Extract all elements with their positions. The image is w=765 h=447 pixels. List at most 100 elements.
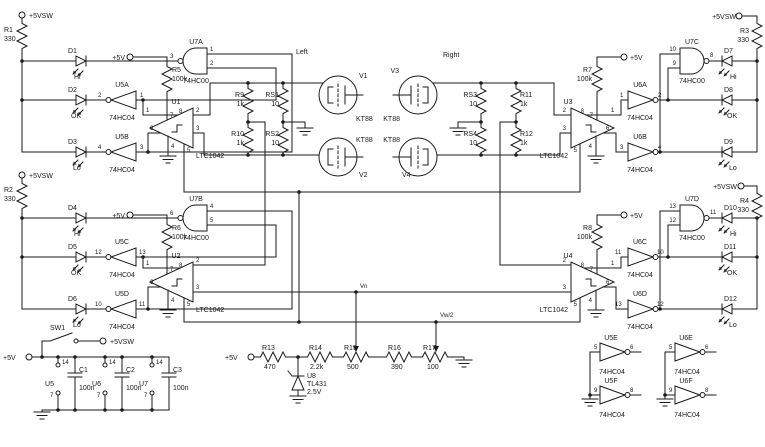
label-5: 5: [669, 345, 673, 351]
label-r12: R12: [520, 131, 533, 138]
label-14: 14: [109, 360, 116, 366]
label-u5d: U5D: [115, 291, 129, 298]
terminal-5v-3: [620, 53, 628, 61]
label-tl431: TL431: [307, 381, 327, 388]
label-10: 10: [469, 140, 477, 147]
label-9: 9: [669, 388, 673, 394]
nand-u7c: [679, 47, 710, 75]
label-d3: D3: [68, 139, 77, 146]
label--5vsw: +5VSW: [110, 339, 134, 346]
label-kt88: KT88: [356, 137, 373, 144]
label-1: 1: [611, 261, 615, 267]
label-11: 11: [615, 250, 622, 256]
label-5: 5: [574, 148, 578, 154]
junction-dot: [297, 190, 301, 194]
label-sw1: SW1: [50, 325, 65, 332]
label-74hc04: 74HC04: [627, 167, 653, 174]
label-8: 8: [705, 388, 709, 394]
label-3: 3: [196, 285, 200, 291]
label-1k: 1k: [520, 140, 528, 147]
tube-v4: [392, 137, 438, 177]
junction-dots: [20, 59, 759, 412]
label-u7b: U7B: [189, 196, 203, 203]
label-7: 7: [97, 393, 101, 399]
label--5v: +5V: [630, 213, 643, 220]
wires-power-supply: [31, 332, 177, 413]
label-330: 330: [737, 37, 749, 44]
label-1: 1: [146, 261, 150, 267]
label-5: 5: [210, 218, 214, 224]
label-r3: R3: [740, 28, 749, 35]
label-100n: 100n: [173, 385, 189, 392]
comparator-u4: [570, 261, 616, 303]
label-4: 4: [171, 298, 175, 304]
junction-dot: [103, 355, 107, 359]
junction-dot: [150, 408, 154, 412]
label-rs1: RS1: [265, 92, 279, 99]
junction-dot: [246, 120, 250, 124]
label-vw-2: Vw/2: [440, 313, 454, 319]
junction-dot: [296, 355, 300, 359]
label-lo: Lo: [73, 322, 81, 329]
label-d2: D2: [68, 87, 77, 94]
junction-dot: [56, 408, 60, 412]
label-rs2: RS2: [265, 131, 279, 138]
label--5vsw: +5VSW: [713, 184, 737, 191]
label-ltc1042: LTC1042: [196, 153, 224, 160]
junction-dot: [658, 150, 662, 154]
label-100k: 100k: [172, 76, 188, 83]
nand-u7a: [177, 47, 208, 75]
junction-dot: [755, 59, 759, 63]
label-ok: OK: [727, 270, 737, 277]
junction-dot: [755, 216, 759, 220]
label-12: 12: [669, 218, 676, 224]
label-500: 500: [347, 364, 359, 371]
label-7: 7: [50, 393, 54, 399]
label--5v: +5V: [3, 355, 16, 362]
junction-dot: [755, 255, 759, 259]
junction-dot: [150, 355, 154, 359]
label-7: 7: [144, 393, 148, 399]
label-100k: 100k: [172, 234, 188, 241]
junction-dot: [658, 307, 662, 311]
label-5: 5: [187, 302, 191, 308]
label-330: 330: [737, 207, 749, 214]
wires-comparator-u1: [132, 56, 324, 193]
inverter-u6d: [627, 299, 659, 319]
label-74hc04: 74HC04: [627, 115, 653, 122]
label-v3: V3: [390, 68, 399, 75]
label-12: 12: [657, 302, 664, 308]
label-3: 3: [170, 54, 174, 60]
label-13: 13: [615, 302, 622, 308]
label-u5f: U5F: [604, 378, 617, 385]
label-u3: U3: [564, 99, 573, 106]
label-u1: U1: [172, 99, 181, 106]
label-u8: U8: [307, 373, 316, 380]
junction-dot: [120, 355, 124, 359]
junction-dot: [479, 153, 483, 157]
label-1: 1: [140, 93, 144, 99]
label-r9: R9: [235, 92, 244, 99]
label-r10: R10: [231, 131, 244, 138]
label-2-2k: 2.2k: [310, 364, 324, 371]
label-100n: 100n: [79, 385, 95, 392]
label-right: Right: [443, 52, 459, 59]
wires-nand-inputs: [206, 53, 681, 310]
label-390: 390: [391, 364, 403, 371]
label-u5: U5: [45, 381, 54, 388]
label-hi: Hi: [730, 231, 737, 238]
label-u6b: U6B: [633, 134, 647, 141]
label-13: 13: [669, 204, 676, 210]
terminal-5vsw-1: [18, 11, 26, 19]
label-8: 8: [710, 53, 714, 59]
junction-dot: [514, 81, 518, 85]
nand-u7b: [177, 204, 208, 232]
label-2: 2: [210, 61, 214, 67]
label-d9: D9: [724, 139, 733, 146]
label-5: 5: [594, 345, 598, 351]
label-r2: R2: [4, 187, 13, 194]
label-u4: U4: [564, 253, 573, 260]
terminal-5vsw-3: [735, 12, 743, 20]
label-74hc04: 74HC04: [599, 412, 625, 419]
switch-contact: [73, 338, 79, 344]
